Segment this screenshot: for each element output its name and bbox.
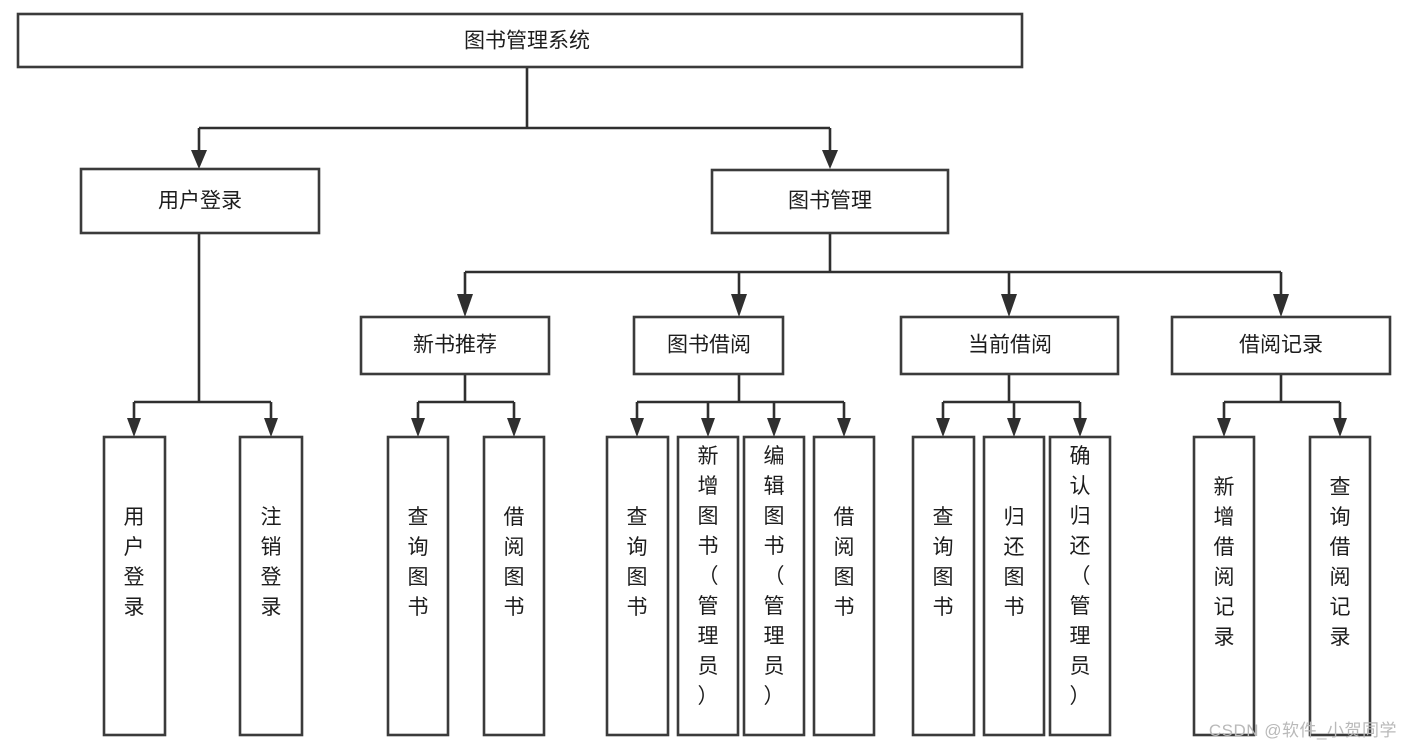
node-book-manage-box[interactable] <box>710 168 950 235</box>
node-user-login[interactable]: 用户登录 <box>79 167 321 235</box>
arrow-to-book-manage <box>822 150 838 169</box>
leaf-add-book-label: 新增图书（管理员） <box>698 445 719 708</box>
leaf-borrow-book-1[interactable]: 借阅图书 <box>482 435 546 737</box>
arrow-leaf-borrow-book-2 <box>837 418 851 437</box>
arrow-leaf-query-book-2 <box>630 418 644 437</box>
node-new-book-recommend[interactable]: 新书推荐 <box>359 315 551 376</box>
leaf-logout[interactable]: 注销登录 <box>238 435 304 737</box>
leaf-borrow-book-2[interactable]: 借阅图书 <box>812 435 876 737</box>
leaf-add-record-label: 新增借阅记录 <box>1214 476 1235 649</box>
arrow-leaf-borrow-book-1 <box>507 418 521 437</box>
watermark-text: CSDN @软件_小贺同学 <box>1208 721 1397 740</box>
leaf-query-book-1-box[interactable] <box>386 435 450 737</box>
node-book-manage[interactable]: 图书管理 <box>710 168 950 235</box>
node-root-label: 图书管理系统 <box>464 30 590 53</box>
leaf-add-record[interactable]: 新增借阅记录 <box>1192 435 1256 737</box>
connector-layer <box>127 67 1347 437</box>
arrow-to-borrow-record <box>1273 294 1289 317</box>
leaf-borrow-book-2-label: 借阅图书 <box>834 506 855 619</box>
arrow-leaf-return-book <box>1007 418 1021 437</box>
node-book-borrow[interactable]: 图书借阅 <box>632 315 785 376</box>
node-user-login-label: 用户登录 <box>158 190 242 213</box>
arrow-to-book-borrow <box>731 294 747 317</box>
node-current-borrow[interactable]: 当前借阅 <box>899 315 1120 376</box>
arrow-leaf-query-record <box>1333 418 1347 437</box>
leaf-confirm-return-box[interactable] <box>1048 435 1112 737</box>
node-root[interactable]: 图书管理系统 <box>16 12 1024 69</box>
leaf-borrow-book-2-box[interactable] <box>812 435 876 737</box>
node-book-borrow-label: 图书借阅 <box>667 334 751 357</box>
leaf-confirm-return-label: 确认归还（管理员） <box>1070 445 1091 708</box>
leaf-return-book[interactable]: 归还图书 <box>982 435 1046 737</box>
leaf-user-login-label: 用户登录 <box>124 506 145 619</box>
leaf-edit-book-label: 编辑图书（管理员） <box>764 445 785 708</box>
leaf-borrow-book-1-label: 借阅图书 <box>504 506 525 619</box>
leaf-query-book-2-box[interactable] <box>605 435 670 737</box>
node-book-manage-label: 图书管理 <box>788 190 872 213</box>
leaf-query-book-1-label: 查询图书 <box>408 506 429 619</box>
node-current-borrow-box[interactable] <box>899 315 1120 376</box>
leaf-edit-book-box[interactable] <box>742 435 806 737</box>
leaf-confirm-return[interactable]: 确认归还（管理员） <box>1048 435 1112 737</box>
node-new-book-recommend-box[interactable] <box>359 315 551 376</box>
leaf-query-record-box[interactable] <box>1308 435 1372 737</box>
leaf-user-login[interactable]: 用户登录 <box>102 435 167 737</box>
arrow-leaf-edit-book <box>767 418 781 437</box>
leaf-add-book-box[interactable] <box>676 435 740 737</box>
leaf-add-record-box[interactable] <box>1192 435 1256 737</box>
arrow-leaf-user-login <box>127 418 141 437</box>
arrow-leaf-add-record <box>1217 418 1231 437</box>
arrow-to-current-borrow <box>1001 294 1017 317</box>
leaf-borrow-book-1-box[interactable] <box>482 435 546 737</box>
leaf-return-book-box[interactable] <box>982 435 1046 737</box>
leaf-logout-label: 注销登录 <box>261 506 282 619</box>
leaf-query-book-2-label: 查询图书 <box>627 506 648 619</box>
leaf-user-login-box[interactable] <box>102 435 167 737</box>
arrow-to-new-book <box>457 294 473 317</box>
node-current-borrow-label: 当前借阅 <box>968 334 1052 357</box>
leaf-query-book-3[interactable]: 查询图书 <box>911 435 976 737</box>
arrow-leaf-add-book <box>701 418 715 437</box>
node-new-book-recommend-label: 新书推荐 <box>413 334 497 357</box>
leaf-query-book-3-label: 查询图书 <box>933 506 954 619</box>
arrow-to-user-login <box>191 150 207 169</box>
node-root-box[interactable] <box>16 12 1024 69</box>
leaf-query-book-2[interactable]: 查询图书 <box>605 435 670 737</box>
node-user-login-box[interactable] <box>79 167 321 235</box>
node-borrow-record-label: 借阅记录 <box>1239 334 1323 357</box>
leaf-query-book-3-box[interactable] <box>911 435 976 737</box>
arrow-leaf-query-book-3 <box>936 418 950 437</box>
leaf-query-record-label: 查询借阅记录 <box>1330 476 1351 649</box>
node-borrow-record-box[interactable] <box>1170 315 1392 376</box>
node-book-borrow-box[interactable] <box>632 315 785 376</box>
node-borrow-record[interactable]: 借阅记录 <box>1170 315 1392 376</box>
leaf-add-book[interactable]: 新增图书（管理员） <box>676 435 740 737</box>
leaf-query-record[interactable]: 查询借阅记录 <box>1308 435 1372 737</box>
arrow-leaf-confirm-return <box>1073 418 1087 437</box>
arrow-leaf-logout <box>264 418 278 437</box>
arrow-leaf-query-book-1 <box>411 418 425 437</box>
leaf-edit-book[interactable]: 编辑图书（管理员） <box>742 435 806 737</box>
leaf-logout-box[interactable] <box>238 435 304 737</box>
leaf-return-book-label: 归还图书 <box>1004 506 1025 619</box>
leaf-query-book-1[interactable]: 查询图书 <box>386 435 450 737</box>
